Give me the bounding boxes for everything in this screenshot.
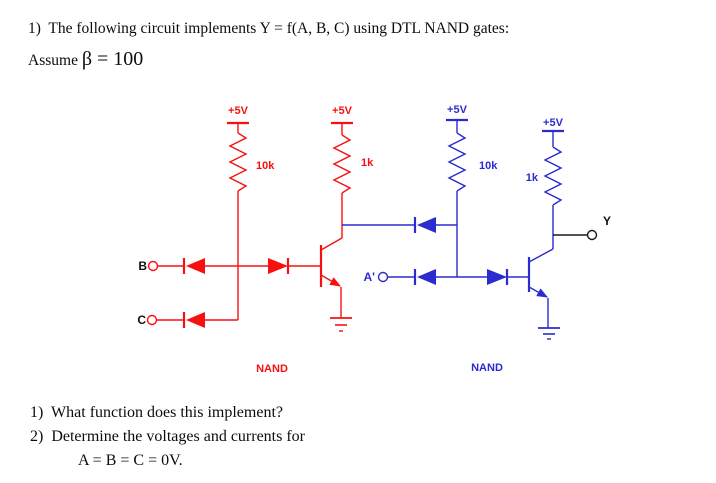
question-2: 2) Determine the voltages and currents f… xyxy=(30,428,306,445)
nand2-supply1-rail: +5V xyxy=(446,104,468,133)
input-a-prime: A' xyxy=(363,269,487,285)
nand2-supply2-rail: +5V xyxy=(542,117,564,147)
output-y: Y xyxy=(553,214,611,241)
input-b-label: B xyxy=(138,259,147,273)
nand1-resistor-10k: 10k xyxy=(228,132,275,192)
nand1-supply1-rail: +5V xyxy=(227,105,249,133)
nand2-input-diode-from-gate1 xyxy=(413,217,457,233)
question-1: 1) What function does this implement? xyxy=(30,404,283,421)
output-label: Y xyxy=(603,214,611,228)
input-diode-icon xyxy=(417,217,436,233)
transistor-collector-lead xyxy=(528,248,554,263)
nand1-r2-label: 1k xyxy=(361,157,374,169)
input-c-diode-icon xyxy=(186,312,205,328)
transistor-collector-lead xyxy=(320,237,343,251)
transistor-emitter-lead xyxy=(528,286,548,298)
nand1-ground-icon xyxy=(330,317,352,332)
nand2-transistor xyxy=(527,248,554,328)
series-diode-icon xyxy=(487,269,507,285)
nand1-gate-label: NAND xyxy=(256,363,288,375)
nand1-resistor-1k: 1k xyxy=(332,134,374,194)
nand2-supply2-label: +5V xyxy=(543,117,564,129)
nand1-supply1-label: +5V xyxy=(228,105,249,117)
assume-line: Assume β = 100 xyxy=(28,48,143,71)
input-a-label: A' xyxy=(363,270,375,284)
resistor-icon xyxy=(228,132,248,192)
nand1-supply2-rail: +5V xyxy=(331,105,353,135)
nand1-supply2-label: +5V xyxy=(332,105,353,117)
transistor-emitter-lead xyxy=(320,274,341,287)
nand2-r2-label: 1k xyxy=(526,172,539,184)
nand2-supply1-label: +5V xyxy=(447,104,468,116)
input-b: B xyxy=(138,258,268,274)
nand2-series-diode xyxy=(487,269,529,285)
resistor-icon xyxy=(332,134,352,194)
input-c-terminal xyxy=(146,314,158,326)
resistor-icon xyxy=(543,146,563,206)
output-terminal xyxy=(586,229,598,241)
input-c: C xyxy=(137,312,238,328)
nand2-gate-label: NAND xyxy=(471,362,503,374)
resistor-icon xyxy=(447,132,467,192)
nand2-resistor-10k: 10k xyxy=(447,132,498,192)
nand2-r1-label: 10k xyxy=(479,160,498,172)
nand2-gate: +5V 10k A' xyxy=(342,104,564,374)
input-a-terminal xyxy=(377,271,389,283)
series-diode-icon xyxy=(268,258,288,274)
condition-equation: A = B = C = 0V. xyxy=(78,452,183,469)
nand2-ground-icon xyxy=(538,327,560,340)
input-a-diode-icon xyxy=(417,269,436,285)
input-c-label: C xyxy=(137,313,146,327)
nand1-transistor xyxy=(319,237,343,318)
problem-title: 1) The following circuit implements Y = … xyxy=(28,20,510,37)
input-b-diode-icon xyxy=(186,258,205,274)
input-b-terminal xyxy=(147,260,159,272)
nand2-resistor-1k: 1k xyxy=(526,146,563,206)
assume-label: Assume xyxy=(28,52,82,69)
nand1-r1-label: 10k xyxy=(256,160,275,172)
nand1-series-diode xyxy=(268,258,321,274)
nand1-gate: +5V 10k B C xyxy=(137,105,374,375)
assume-equation: β = 100 xyxy=(81,48,144,70)
